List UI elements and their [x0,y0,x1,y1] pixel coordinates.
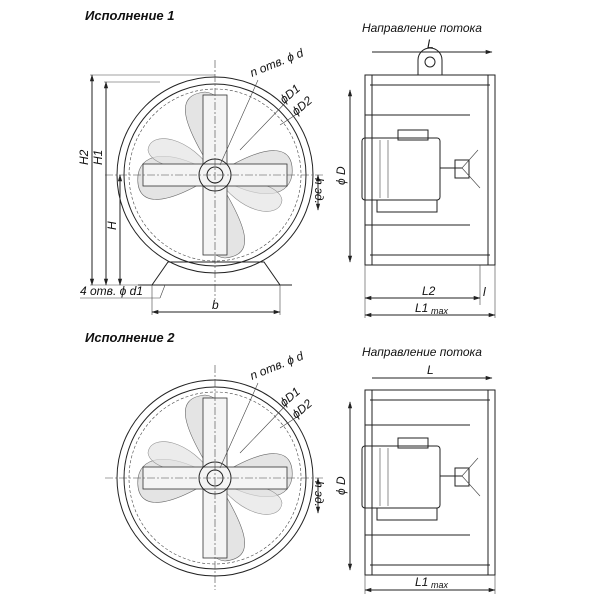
label-L1-max: max [431,306,449,316]
terminal-box-2 [397,437,429,449]
variant-2: Исполнение 2 n отв. ϕ d [85,330,496,594]
casing-1 [364,74,496,266]
motor-bracket-1 [376,199,438,213]
side-view-2: Направление потока L ϕ D L1 max [334,345,496,594]
label-h-ed-2: h эд. [312,481,326,507]
terminal-box-1 [397,129,429,141]
label-L2: L2 [422,284,436,298]
label-n-holes-2: n отв. ϕ d [248,349,306,383]
front-view-1 [105,60,325,300]
label-flow-direction-2: Направление потока [362,345,482,359]
label-b: b [212,298,219,312]
label-L: L [427,37,434,51]
front-view-2 [105,365,325,590]
label-H: H [105,221,119,230]
label-L1: L1 [415,301,428,315]
variant-1: Исполнение 1 [77,8,496,318]
label-L-2: L [427,363,434,377]
label-H2: H2 [77,149,91,165]
motor-1 [361,137,441,201]
label-H1: H1 [91,150,105,165]
label-4-holes: 4 отв. ϕ d1 [80,284,143,298]
rotor-hub-1 [454,159,470,179]
rotor-hub-2 [454,467,470,487]
side-view-1: Направление потока L [334,21,496,318]
label-L1-2: L1 [415,575,428,589]
motor-bracket-2 [376,507,438,521]
casing-2 [364,389,496,576]
label-D: ϕ D [334,166,348,185]
variant-2-title: Исполнение 2 [85,330,175,345]
support-stand-1 [151,261,281,286]
label-h-ed: h эд. [312,178,326,204]
motor-2 [361,445,441,509]
lifting-eye-1 [417,47,443,75]
label-n-holes: n отв. ϕ d [248,46,306,80]
label-l: l [483,285,486,299]
label-D-2: ϕ D [334,476,348,495]
label-L1-max-2: max [431,580,449,590]
label-flow-direction: Направление потока [362,21,482,35]
variant-1-title: Исполнение 1 [85,8,175,23]
